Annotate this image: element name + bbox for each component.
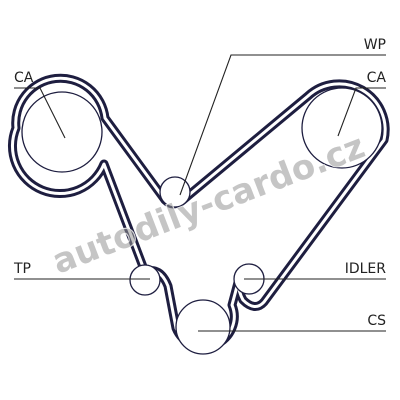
timing-belt: [7, 73, 390, 352]
leader-ca-right: [337, 87, 386, 137]
belt-inner-line: [10, 76, 387, 349]
label-wp: WP: [364, 37, 386, 53]
cam-pulley-right: [301, 87, 383, 169]
label-idler: IDLER: [345, 261, 387, 277]
label-ca-right: CA: [367, 70, 387, 86]
water-pump-pulley: [159, 176, 191, 208]
label-ca-left: CA: [14, 70, 34, 86]
crankshaft-pulley: [175, 299, 231, 355]
tensioner-pulley: [129, 264, 161, 296]
leader-wp: [179, 54, 386, 196]
label-tp: TP: [13, 261, 31, 277]
label-cs: CS: [367, 313, 386, 329]
leader-ca-left: [14, 87, 66, 139]
